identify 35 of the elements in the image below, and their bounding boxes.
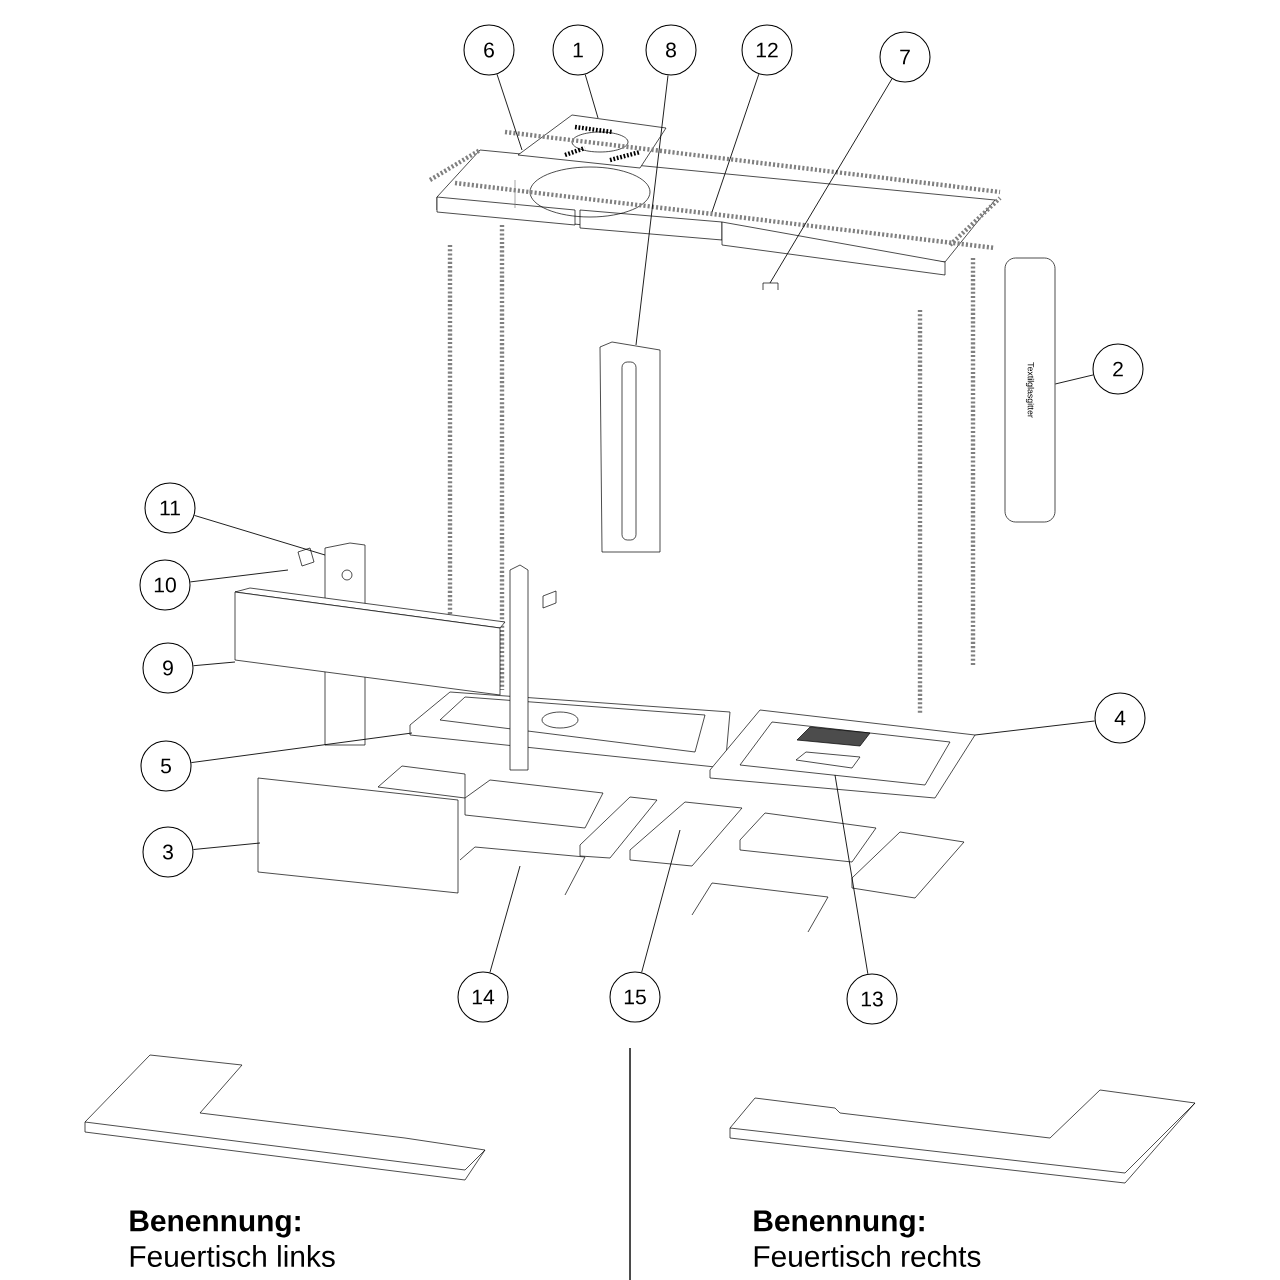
leader-line — [834, 774, 869, 975]
leader-line — [635, 74, 669, 346]
leader-line — [192, 842, 261, 850]
callout-number: 10 — [139, 559, 191, 611]
part-name: Feuertisch links — [130, 1245, 335, 1267]
leader-line — [641, 829, 681, 973]
callout-number: 1 — [552, 24, 604, 76]
leader-line — [190, 732, 413, 764]
leader-line — [496, 73, 523, 151]
leader-line — [1054, 374, 1094, 385]
callout-number: 6 — [463, 24, 515, 76]
leader-line — [584, 74, 599, 119]
callout-number: 7 — [879, 31, 931, 83]
callout-number: 4 — [1094, 692, 1146, 744]
callout-number: 13 — [846, 973, 898, 1025]
leader-line — [769, 78, 893, 284]
callout-number: 11 — [144, 482, 196, 534]
part-name: Feuertisch rechts — [754, 1245, 981, 1267]
callout-number: 5 — [140, 740, 192, 792]
heading: Benennung: — [754, 1210, 924, 1238]
callout-number: 12 — [741, 24, 793, 76]
heading: Benennung: — [130, 1210, 300, 1238]
leader-line — [194, 514, 326, 556]
glass-fabric-gasket: Textilglasgitter — [1004, 257, 1056, 523]
callout-number: 2 — [1092, 343, 1144, 395]
leader-line — [189, 569, 289, 583]
leader-line — [974, 720, 1096, 736]
callout-number: 9 — [142, 642, 194, 694]
callout-number: 8 — [645, 24, 697, 76]
leader-line — [193, 661, 236, 667]
callout-number: 3 — [142, 826, 194, 878]
leader-line — [711, 73, 760, 213]
callout-number: 15 — [609, 971, 661, 1023]
callout-number: 14 — [457, 971, 509, 1023]
leader-line — [489, 865, 521, 973]
